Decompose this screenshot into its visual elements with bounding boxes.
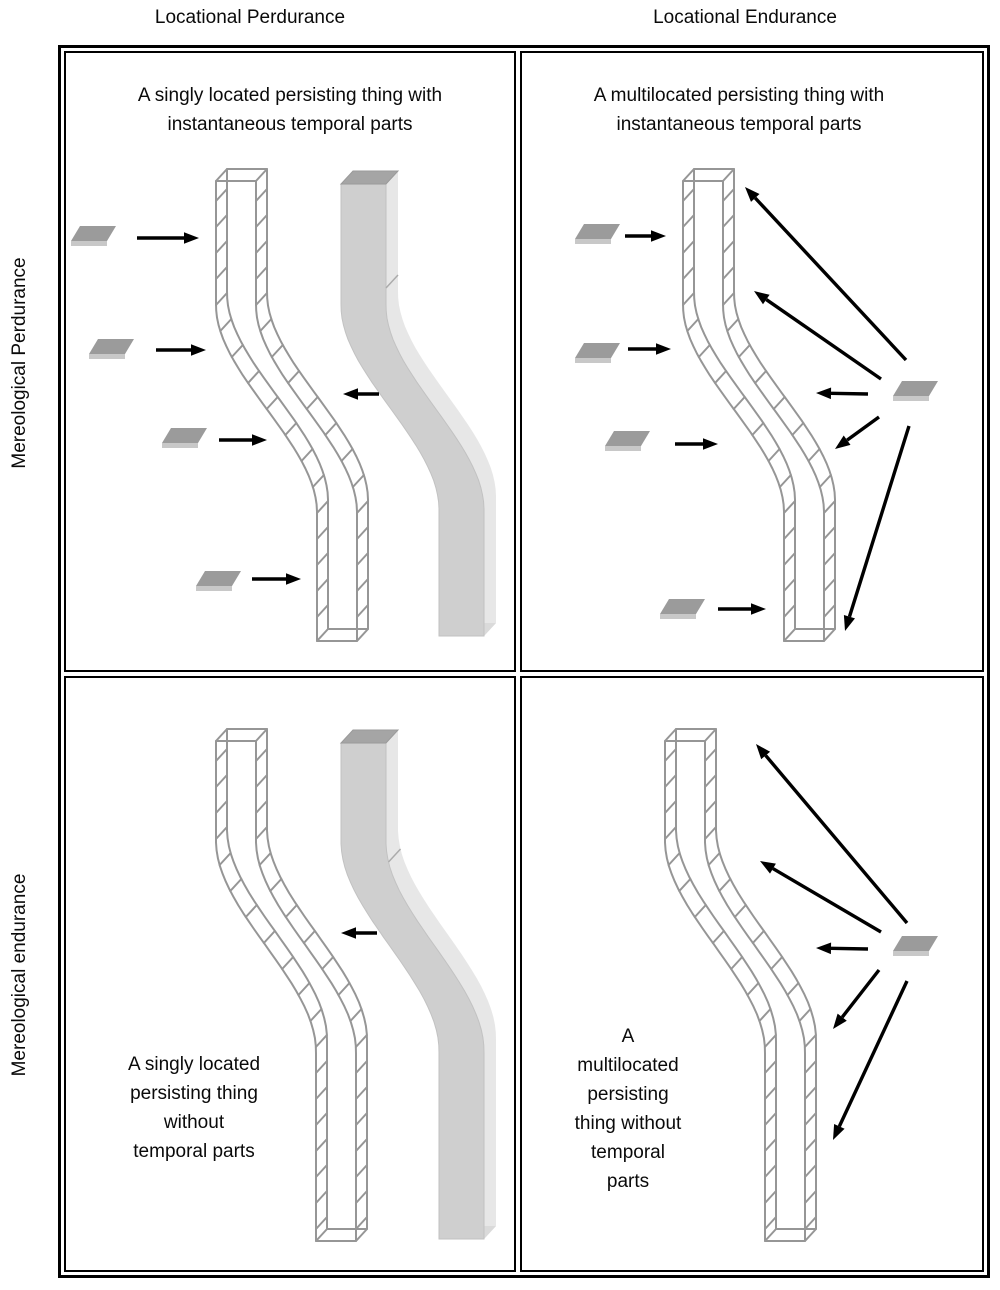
quadrant-mereological-perdurance-locational-endurance: A multilocated persisting thing with ins… xyxy=(520,51,984,672)
location-arrow xyxy=(833,980,909,1140)
location-arrow xyxy=(628,343,671,355)
location-arrow xyxy=(341,927,377,939)
caption-line: temporal xyxy=(591,1142,665,1163)
location-arrow xyxy=(745,187,908,362)
quadrant-caption: A singly located persisting thing withou… xyxy=(74,1050,314,1166)
location-arrow xyxy=(625,230,666,242)
location-arrow xyxy=(833,968,881,1029)
location-arrow xyxy=(835,415,880,449)
location-arrow xyxy=(137,232,199,244)
caption-line: instantaneous temporal parts xyxy=(616,114,862,135)
location-arrow xyxy=(754,291,882,381)
quadrant-grid: A singly located persisting thing with i… xyxy=(58,45,990,1278)
caption-line: persisting thing xyxy=(130,1083,258,1104)
spatial-region-tile xyxy=(89,339,134,359)
spatial-region-tile xyxy=(196,571,241,591)
diagram-multilocated-without-temporal-parts xyxy=(664,728,938,1242)
spatial-region-tile xyxy=(893,936,938,956)
caption-line: persisting xyxy=(587,1084,669,1105)
location-arrow xyxy=(718,603,766,615)
spatial-region-tile xyxy=(605,431,650,451)
location-arrow xyxy=(816,942,869,955)
spatial-region-tile xyxy=(575,224,620,244)
quadrant-caption: A multilocated persisting thing with ins… xyxy=(522,81,982,139)
caption-line: A singly located persisting thing with xyxy=(137,85,443,106)
spacetime-worm-wireframe xyxy=(682,168,836,642)
spatial-region-tile xyxy=(893,381,938,401)
location-arrow xyxy=(760,861,882,934)
quadrant-mereological-endurance-locational-endurance: A multilocated persisting thing without … xyxy=(520,676,984,1272)
caption-line: without xyxy=(163,1112,225,1133)
location-arrow xyxy=(816,387,869,400)
spacetime-worm-wireframe xyxy=(664,728,817,1242)
caption-line: A multilocated persisting thing with xyxy=(593,85,885,106)
diagram-singly-located-without-temporal-parts xyxy=(215,728,496,1242)
spacetime-worm-solid xyxy=(339,729,496,1240)
quadrant-mereological-endurance-locational-perdurance: A singly located persisting thing withou… xyxy=(64,676,516,1272)
column-header-locational-endurance: Locational Endurance xyxy=(653,7,837,28)
spatial-region-tile xyxy=(71,226,116,246)
diagram-singly-located-with-temporal-parts xyxy=(71,168,496,642)
spatial-region-tile xyxy=(162,428,207,448)
location-arrow xyxy=(219,434,267,446)
quadrant-caption: A multilocated persisting thing without … xyxy=(538,1022,718,1196)
quadrant-caption: A singly located persisting thing with i… xyxy=(66,81,514,139)
caption-line: temporal parts xyxy=(133,1141,255,1162)
location-arrow xyxy=(843,425,911,631)
row-header-mereological-perdurance: Mereological Perdurance xyxy=(9,257,30,469)
location-arrow xyxy=(756,744,909,925)
location-arrow xyxy=(343,388,379,400)
diagram-multilocated-with-temporal-parts xyxy=(575,168,938,642)
quadrant-mereological-perdurance-locational-perdurance: A singly located persisting thing with i… xyxy=(64,51,516,672)
caption-line: instantaneous temporal parts xyxy=(167,114,413,135)
caption-line: thing without xyxy=(574,1113,682,1134)
caption-line: A singly located xyxy=(127,1054,261,1075)
spatial-region-tile xyxy=(660,599,705,619)
spacetime-worm-wireframe xyxy=(215,728,368,1242)
location-arrow xyxy=(252,573,301,585)
spacetime-worm-solid xyxy=(339,170,496,637)
caption-line: A xyxy=(621,1026,635,1047)
caption-line: multilocated xyxy=(577,1055,679,1076)
caption-line: parts xyxy=(606,1171,650,1192)
row-header-mereological-endurance: Mereological endurance xyxy=(9,873,30,1077)
spatial-region-tile xyxy=(575,343,620,363)
spacetime-worm-wireframe xyxy=(215,168,369,642)
column-header-locational-perdurance: Locational Perdurance xyxy=(154,7,346,28)
location-arrow xyxy=(675,438,718,450)
location-arrow xyxy=(156,344,206,356)
